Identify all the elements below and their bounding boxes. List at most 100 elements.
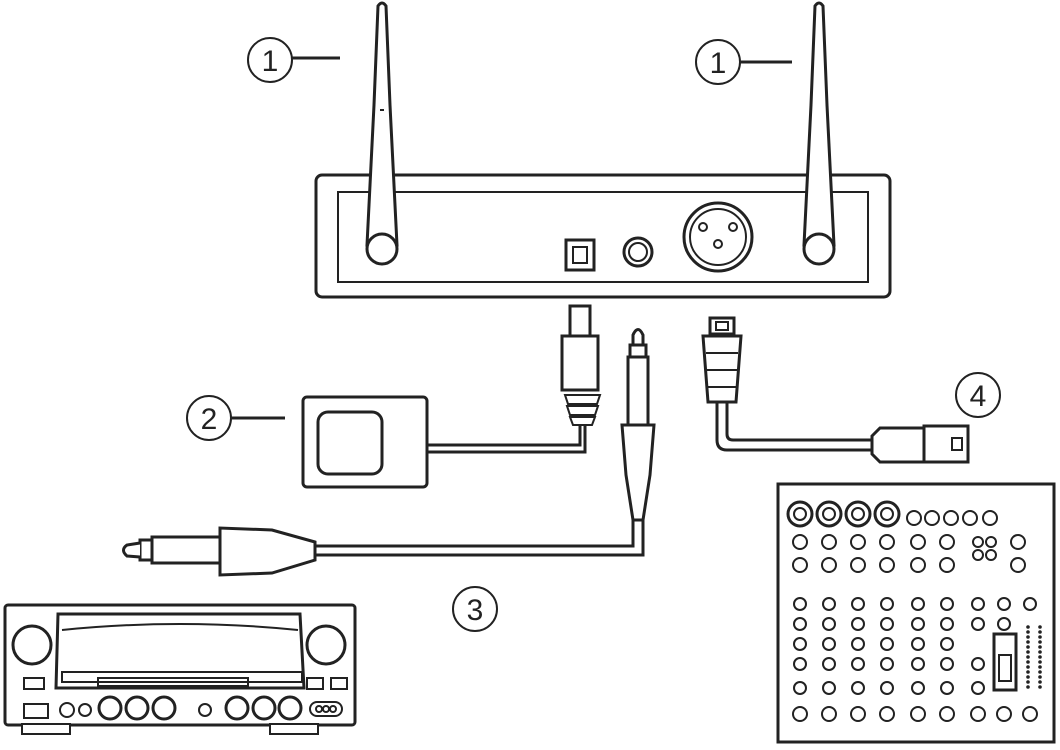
mixer-knob — [880, 597, 894, 611]
mixer-knob — [851, 617, 865, 631]
mixer-led — [1026, 645, 1030, 649]
callout-power-adapter: 2 — [186, 395, 285, 441]
mixer-led — [1026, 680, 1030, 684]
antenna-left-shape — [365, 1, 399, 266]
mixer-led — [1038, 635, 1042, 639]
mixer-knob — [821, 534, 837, 550]
mixer-knob — [971, 657, 985, 671]
mixer-knob — [940, 637, 954, 651]
mixer-led — [1038, 660, 1042, 664]
mixer-knob — [940, 617, 954, 631]
callout-xlr-cable: 4 — [955, 372, 1001, 418]
mixer-led — [1026, 665, 1030, 669]
mixer-knob — [940, 657, 954, 671]
mixer-knob — [997, 617, 1011, 631]
mixer-led — [1038, 625, 1042, 629]
mixer-knob — [851, 597, 865, 611]
mixer-knob — [879, 706, 895, 722]
mixer-knob — [850, 706, 866, 722]
mixer-knob — [970, 706, 986, 722]
callout-label: 4 — [970, 380, 987, 413]
mixer-knob — [851, 637, 865, 651]
xlr-cable-shape — [701, 316, 970, 464]
mixer-knob — [792, 557, 808, 573]
callout-label: 1 — [710, 47, 727, 80]
mixer-knob — [1022, 706, 1038, 722]
mixer-knob — [879, 557, 895, 573]
mixer-knob — [879, 534, 895, 550]
mixer-led — [1038, 645, 1042, 649]
mixer-knob — [906, 510, 922, 526]
power-adapter-shape — [301, 304, 602, 489]
callout-jack-cable: 3 — [452, 586, 498, 632]
mixer-led — [1038, 665, 1042, 669]
mixer-led-meter — [1026, 625, 1042, 689]
mixer-knob — [850, 557, 866, 573]
mixer-knob — [911, 637, 925, 651]
mixer-led — [1026, 660, 1030, 664]
mixer-led — [1038, 640, 1042, 644]
xlr-socket — [682, 201, 754, 273]
mixer-knob — [911, 597, 925, 611]
mixer-knob — [996, 706, 1012, 722]
antenna-right-shape — [802, 1, 836, 266]
mixer-led — [1038, 680, 1042, 684]
mixer-knob — [822, 507, 836, 521]
mixer-knob — [1010, 534, 1026, 550]
mixer-knob — [939, 557, 955, 573]
mixer-knob — [1010, 557, 1026, 573]
mixer-knob — [880, 507, 894, 521]
mixer — [776, 482, 1056, 744]
mixer-knob — [793, 681, 807, 695]
mixer-led — [1026, 650, 1030, 654]
mixer-led — [1026, 685, 1030, 689]
mixer-knob — [962, 510, 978, 526]
mixer-knob — [793, 507, 807, 521]
mixer-knob — [910, 557, 926, 573]
mixer-knob — [971, 617, 985, 631]
mixer-knob — [924, 510, 940, 526]
mixer-knob — [880, 681, 894, 695]
mixer-knob — [911, 617, 925, 631]
mixer-knob — [971, 597, 985, 611]
mixer-led — [1038, 650, 1042, 654]
mixer-led — [1026, 640, 1030, 644]
mixer-knob — [851, 681, 865, 695]
mixer-knob — [821, 557, 837, 573]
mixer-knob — [793, 637, 807, 651]
mixer-knob — [910, 706, 926, 722]
mixer-knob — [793, 617, 807, 631]
mixer-knob — [822, 617, 836, 631]
mixer-knob — [792, 706, 808, 722]
mixer-led — [1038, 630, 1042, 634]
mixer-knob — [822, 597, 836, 611]
callout-label: 1 — [262, 45, 279, 78]
jack-cable-shape — [122, 328, 656, 577]
mixer-led — [1026, 630, 1030, 634]
mixer-knob — [940, 597, 954, 611]
amplifier — [3, 603, 357, 735]
mixer-knob — [943, 510, 959, 526]
mixer-led — [1038, 675, 1042, 679]
callout-label: 2 — [201, 403, 218, 436]
mixer-knob — [851, 657, 865, 671]
callout-antenna-left: 1 — [247, 37, 340, 83]
mixer-knob-grid — [786, 500, 1038, 722]
mixer-led — [1038, 655, 1042, 659]
mixer-knob — [939, 534, 955, 550]
mixer-led — [1026, 625, 1030, 629]
mixer-knob — [985, 549, 997, 561]
mixer-led — [1026, 675, 1030, 679]
mixer-knob — [911, 657, 925, 671]
mixer-knob — [939, 706, 955, 722]
mixer-knob — [851, 507, 865, 521]
mixer-knob — [985, 536, 997, 548]
callout-antenna-right: 1 — [695, 39, 792, 85]
mixer-knob — [792, 534, 808, 550]
receiver-unit — [314, 173, 892, 299]
callout-label: 3 — [467, 594, 484, 627]
mixer-knob — [972, 536, 984, 548]
mixer-knob — [793, 597, 807, 611]
mixer-led — [1038, 685, 1042, 689]
